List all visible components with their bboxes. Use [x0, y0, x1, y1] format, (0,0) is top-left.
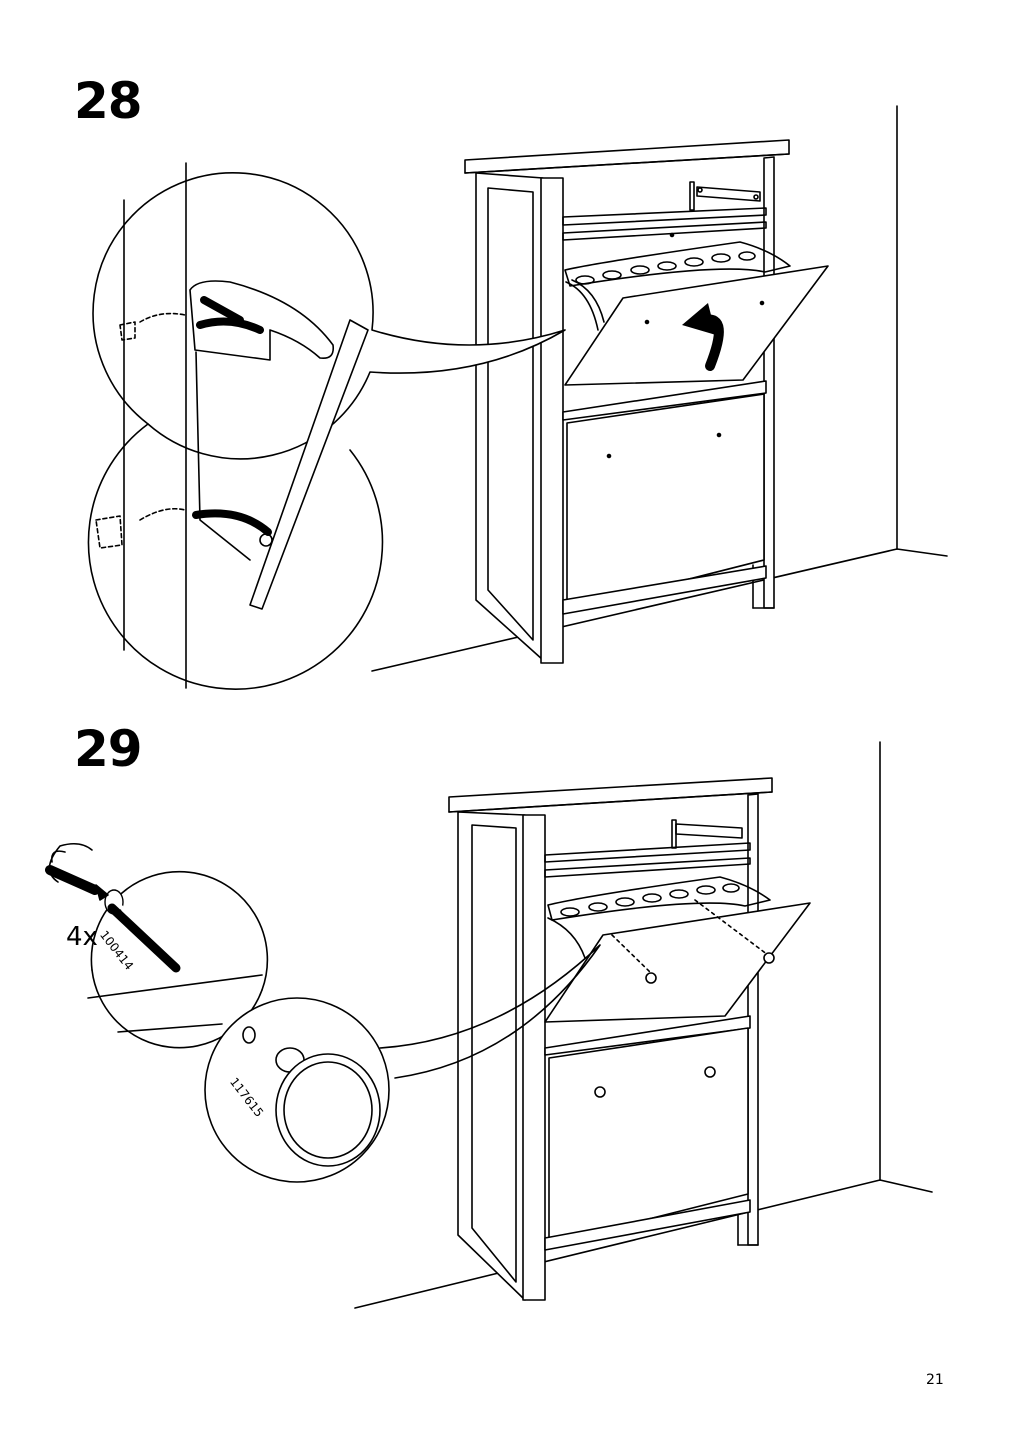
step-number-29: 29: [74, 720, 143, 778]
step-28-illustration: [87, 105, 948, 690]
step-number-28: 28: [74, 72, 143, 130]
page-number: 21: [926, 1372, 944, 1388]
quantity-label: 4x: [66, 922, 98, 952]
